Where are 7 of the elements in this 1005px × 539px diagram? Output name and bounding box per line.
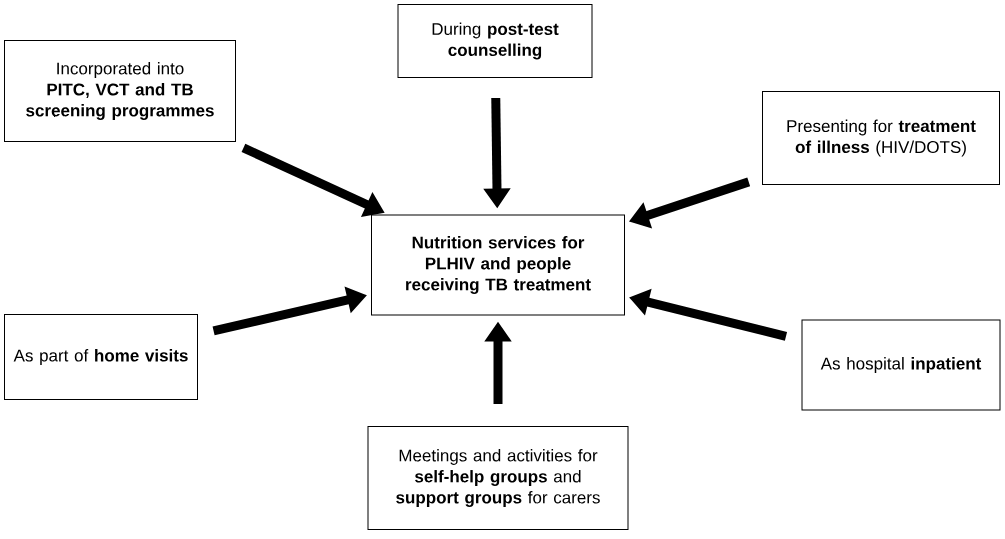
text-box: Presenting for treatment of illness (HIV/DOTS) <box>762 91 1000 185</box>
text-box: As part of home visits <box>4 314 198 400</box>
text-box: Meetings and activities for self-help groups and support groups for carers <box>367 426 629 530</box>
text-box: Nutrition services for PLHIV and people receiving TB treatment <box>371 214 625 316</box>
text-box: As hospital inpatient <box>801 319 1001 411</box>
text-box: Incorporated into PITC, VCT and TB screening programmes <box>4 40 236 142</box>
text-box: During post-test counselling <box>397 4 593 78</box>
